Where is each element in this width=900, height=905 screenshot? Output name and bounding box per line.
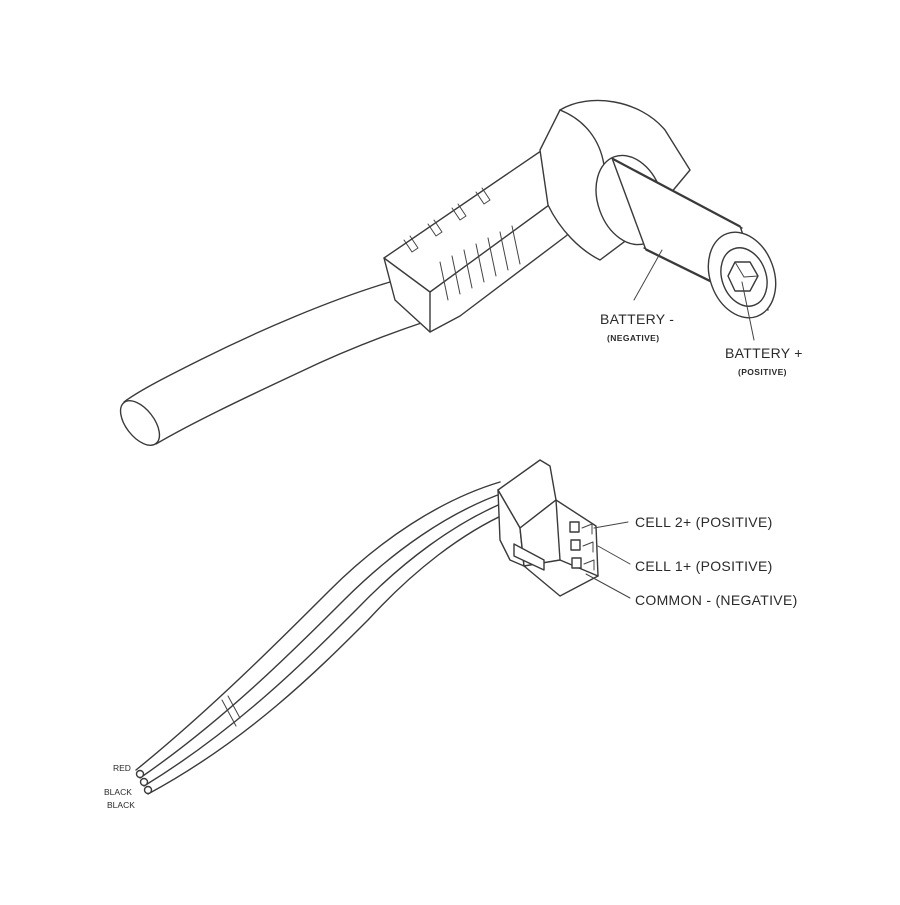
battery-positive-sub: (POSITIVE) <box>738 367 787 377</box>
balance-connector: CELL 2+ (POSITIVE) CELL 1+ (POSITIVE) CO… <box>104 459 798 810</box>
wire-label-red: RED <box>113 763 131 773</box>
wire-end-black-1 <box>139 777 149 787</box>
leader-battery-positive <box>741 281 755 341</box>
barrel-plug-sleeve <box>611 157 777 319</box>
wire-label-black-2: BLACK <box>107 800 135 810</box>
battery-negative-label: BATTERY - <box>600 311 674 327</box>
pin-slot-common <box>571 557 582 569</box>
balance-wires <box>135 481 515 795</box>
wire-end-red <box>135 769 145 779</box>
leader-cell1 <box>597 545 631 565</box>
wire-end-black-2 <box>143 785 153 795</box>
pin-label-cell2: CELL 2+ (POSITIVE) <box>635 514 773 530</box>
barrel-plug-cable <box>119 281 431 446</box>
pin-slot-cell2 <box>569 521 580 533</box>
pin-slot-cell1 <box>570 539 581 551</box>
center-pin-icon <box>727 261 759 292</box>
wire-label-black-1: BLACK <box>104 787 132 797</box>
leader-battery-negative <box>633 249 663 301</box>
leader-cell2 <box>593 521 629 529</box>
battery-positive-label: BATTERY + <box>725 345 803 361</box>
pin-label-cell1: CELL 1+ (POSITIVE) <box>635 558 773 574</box>
battery-negative-sub: (NEGATIVE) <box>607 333 659 343</box>
leader-common <box>585 573 631 599</box>
pin-label-common: COMMON - (NEGATIVE) <box>635 592 798 608</box>
balance-connector-housing <box>497 459 599 597</box>
barrel-plug: BATTERY - (NEGATIVE) BATTERY + (POSITIVE… <box>119 99 803 446</box>
